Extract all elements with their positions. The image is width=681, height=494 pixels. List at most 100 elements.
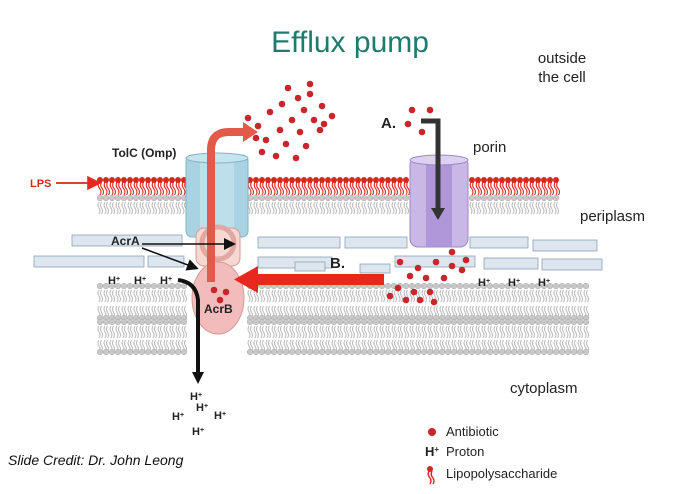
lipid <box>180 318 188 339</box>
lps-molecule <box>289 177 297 196</box>
antibiotic-molecule <box>252 134 260 142</box>
lipid <box>336 339 344 356</box>
lipid <box>372 339 380 356</box>
lipid <box>570 282 578 303</box>
slide-title: Efflux pump <box>271 26 429 59</box>
lipid <box>474 305 482 322</box>
lipid <box>456 282 464 303</box>
proton-symbol: H+ <box>538 277 550 289</box>
acrb-label: AcrB <box>204 302 233 316</box>
proton-symbol: H+ <box>190 391 202 403</box>
lipid <box>546 318 554 339</box>
lipid <box>582 305 590 322</box>
antibiotic-molecule <box>396 258 404 266</box>
antibiotic-molecule <box>292 154 300 162</box>
lipid <box>444 339 452 356</box>
legend-proton-symbol: H+ <box>425 444 439 459</box>
lipid <box>150 339 158 356</box>
lipid <box>540 318 548 339</box>
lipid <box>498 318 506 339</box>
lipid <box>348 305 356 322</box>
lipid <box>108 318 116 339</box>
lipid <box>534 339 542 356</box>
lipid <box>408 318 416 339</box>
lipid <box>558 318 566 339</box>
lipid <box>306 318 314 339</box>
lipid <box>528 305 536 322</box>
lps-molecule <box>295 177 303 196</box>
lipid <box>372 282 380 303</box>
antibiotic-molecule <box>408 106 416 114</box>
lipid <box>150 318 158 339</box>
lipid <box>576 318 584 339</box>
lipid <box>498 282 506 303</box>
lipid <box>102 339 110 356</box>
lipid <box>132 194 140 215</box>
lipid <box>270 282 278 303</box>
antibiotic-molecule <box>266 108 274 116</box>
peptidoglycan-strand <box>294 261 326 272</box>
antibiotic-molecule <box>288 116 296 124</box>
legend: Antibiotic H+ Proton Lipopolysaccharide <box>425 424 557 485</box>
lipid <box>384 339 392 356</box>
lipid <box>366 194 374 215</box>
proton-symbol: H+ <box>160 275 172 287</box>
lipid <box>168 305 176 322</box>
lipid <box>468 282 476 303</box>
lipid <box>456 305 464 322</box>
lipid <box>408 339 416 356</box>
lipid <box>348 194 356 215</box>
lipid <box>450 318 458 339</box>
lipid <box>546 305 554 322</box>
antibiotic-molecule <box>426 106 434 114</box>
antibiotic-molecule <box>432 258 440 266</box>
lipid <box>330 194 338 215</box>
lipid <box>540 305 548 322</box>
lipid <box>126 305 134 322</box>
lipid <box>558 339 566 356</box>
lipid <box>348 318 356 339</box>
lipid <box>174 194 182 215</box>
lipid <box>132 305 140 322</box>
lps-molecule <box>523 177 531 196</box>
periplasm-label: periplasm <box>580 208 645 225</box>
lipid <box>132 282 140 303</box>
lipid <box>420 282 428 303</box>
lipid <box>570 305 578 322</box>
lipid <box>354 194 362 215</box>
lipid <box>480 305 488 322</box>
lipid <box>132 318 140 339</box>
lps-molecule <box>403 177 411 196</box>
lipid <box>300 305 308 322</box>
lipid <box>378 339 386 356</box>
lipid <box>462 339 470 356</box>
lps-molecule <box>271 177 279 196</box>
efflux-arrow-head <box>243 122 258 142</box>
antibiotic-molecule <box>422 274 430 282</box>
cytoplasm-label: cytoplasm <box>510 380 578 397</box>
lipid <box>168 194 176 215</box>
proton-flow-arrowhead <box>192 372 204 384</box>
lps-molecule <box>139 177 147 196</box>
lipid <box>534 318 542 339</box>
lipid <box>342 339 350 356</box>
lipid <box>426 339 434 356</box>
proton-symbol: H+ <box>478 277 490 289</box>
lipid <box>138 339 146 356</box>
lipid <box>540 339 548 356</box>
acra-label: AcrA <box>111 234 140 248</box>
lps-molecule <box>535 177 543 196</box>
antibiotic-molecule <box>448 248 456 256</box>
lipid <box>312 339 320 356</box>
lipid <box>426 305 434 322</box>
lipid <box>438 305 446 322</box>
lipid <box>264 318 272 339</box>
lps-molecule <box>127 177 135 196</box>
lipid <box>96 282 104 303</box>
lipid <box>486 305 494 322</box>
lipid <box>366 305 374 322</box>
lipid <box>366 339 374 356</box>
antibiotic-molecule <box>440 274 448 282</box>
lipid <box>288 194 296 215</box>
